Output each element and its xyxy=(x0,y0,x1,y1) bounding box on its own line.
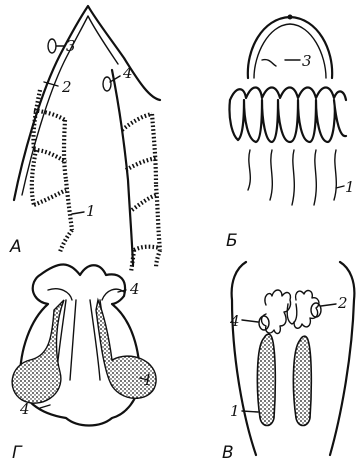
panel-g-label-4-top: 4 xyxy=(129,280,140,298)
panel-v-knot-4 xyxy=(259,316,269,330)
panel-v-gonad-right xyxy=(293,336,311,425)
panel-b-convolutions xyxy=(229,100,346,142)
panel-b: 3 1 Б xyxy=(226,15,355,252)
panel-b-tails xyxy=(248,150,336,205)
panel-g-label-1: 1 xyxy=(143,371,153,389)
panel-g-upper-lobes xyxy=(48,289,124,300)
panel-g-leader-4-bottom xyxy=(40,405,50,408)
panel-a-loop-4 xyxy=(103,77,111,91)
panel-v-central-loop xyxy=(287,304,297,324)
panel-b-tubule-3 xyxy=(262,60,276,66)
panel-b-label-1: 1 xyxy=(345,178,355,196)
panel-v-upper-folds xyxy=(262,290,319,333)
panel-a-label-1: 1 xyxy=(86,202,96,220)
panel-v-outline xyxy=(232,262,355,455)
panel-v-letter: В xyxy=(222,443,234,463)
panel-g: 4 4 1 Г xyxy=(12,264,156,463)
panel-a: 1 2 3 4 А xyxy=(9,6,160,272)
panel-a-leader-1 xyxy=(72,212,84,214)
panel-v: 4 2 1 В xyxy=(222,262,354,463)
panel-v-leader-4 xyxy=(242,320,258,322)
panel-a-tubules-left xyxy=(32,90,72,252)
panel-v-leader-1 xyxy=(242,411,258,412)
panel-a-label-4: 4 xyxy=(122,64,133,82)
panel-v-label-2: 2 xyxy=(337,294,348,312)
panel-v-label-4: 4 xyxy=(229,312,240,330)
panel-a-label-2: 2 xyxy=(61,78,72,96)
panel-a-duct xyxy=(14,6,160,200)
panel-b-label-3: 3 xyxy=(302,52,312,70)
panel-a-loop-3 xyxy=(48,39,56,53)
panel-g-label-4-bottom: 4 xyxy=(19,400,30,418)
panel-g-letter: Г xyxy=(12,443,23,463)
panel-v-leader-2 xyxy=(321,304,336,306)
panel-v-gonad-left xyxy=(257,334,275,425)
panel-b-letter: Б xyxy=(226,231,238,251)
panel-v-label-1: 1 xyxy=(230,402,240,420)
panel-b-dome-inner xyxy=(254,24,326,78)
panel-b-convolution-tops xyxy=(230,88,346,101)
panel-a-letter: А xyxy=(9,237,22,257)
panel-v-knot-2 xyxy=(311,303,321,317)
panel-a-label-3: 3 xyxy=(66,37,76,55)
panel-b-leader-1 xyxy=(336,186,344,188)
